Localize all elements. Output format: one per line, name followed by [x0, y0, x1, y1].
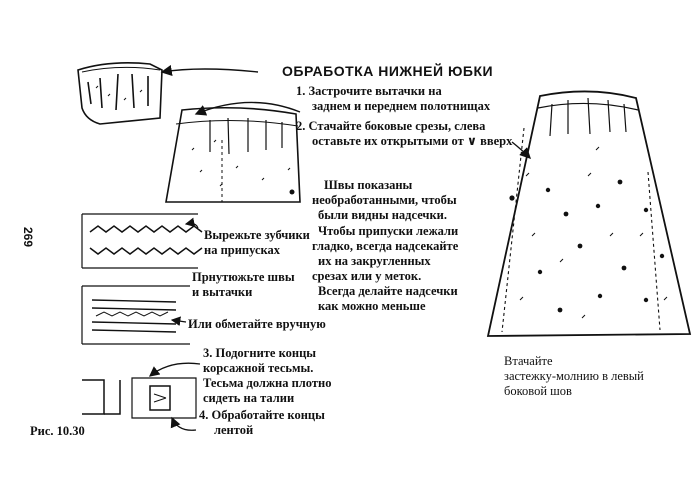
finished-skirt-sketch	[486, 90, 692, 337]
note-line4: Чтобы припуски лежали	[318, 224, 459, 238]
press-line1: Прнутюжьте швы	[192, 270, 295, 284]
page-number: 269	[21, 227, 35, 248]
zipper-line3: боковой шов	[504, 384, 572, 398]
step1-line2: заднем и переднем полотнищах	[312, 99, 491, 113]
arrow-overcast	[170, 316, 187, 326]
darts-sketch	[77, 62, 163, 125]
note-line7: срезах или у меток.	[312, 269, 422, 283]
seam-mark	[289, 189, 295, 195]
arrow-step1	[160, 64, 259, 77]
note-line9: как можно меньше	[318, 299, 426, 313]
note-line3: были видны надсечки.	[318, 208, 448, 222]
cut-notches-line1: Вырежьте зубчики	[204, 228, 310, 242]
skirt-dots	[509, 179, 665, 313]
note-line6: их на закругленных	[318, 254, 431, 268]
zipper-line2: застежку-молнию в левый	[504, 369, 644, 383]
arrow-step2	[194, 101, 301, 116]
step1-line1: 1. Застрочите вытачки на	[296, 84, 442, 98]
step4-line2: лентой	[214, 423, 254, 437]
step2-line2: оставьте их открытыми от ∨ вверх	[312, 134, 513, 148]
note-line2: необработанными, чтобы	[312, 193, 457, 207]
note-line8: Всегда делайте надсечки	[318, 284, 458, 298]
step3-line3: Тесьма должна плотно	[203, 376, 332, 390]
page-title: ОБРАБОТКА НИЖНЕЙ ЮБКИ	[282, 63, 494, 79]
note-line5: гладко, всегда надсекайте	[312, 239, 459, 253]
note-line1: Швы показаны	[324, 178, 413, 192]
step4-line1: 4. Обработайте концы	[199, 408, 325, 422]
figure-caption: Рис. 10.30	[30, 424, 85, 438]
arrow-notches	[184, 217, 199, 229]
zipper-line1: Втачайте	[504, 354, 553, 368]
step3-line2: корсажной тесьмы.	[203, 361, 314, 375]
overcast-label: Или обметайте вручную	[188, 317, 326, 331]
cut-notches-line2: на припусках	[204, 243, 281, 257]
waistband-sketch	[82, 377, 197, 419]
pressed-seam-sketch	[81, 285, 190, 345]
step2-line1: 2. Стачайте боковые срезы, слева	[296, 119, 486, 133]
step3-line1: 3. Подогните концы	[203, 346, 317, 360]
step3-line4: сидеть на талии	[203, 391, 295, 405]
side-seam-sketch	[165, 106, 301, 203]
arrow-zipper	[511, 141, 531, 159]
skirt-hatch	[519, 146, 668, 319]
arrow-step4	[170, 416, 197, 431]
arrow-step3	[148, 362, 201, 377]
press-line2: и вытачки	[192, 285, 253, 299]
notched-seam-sketch	[81, 213, 203, 269]
